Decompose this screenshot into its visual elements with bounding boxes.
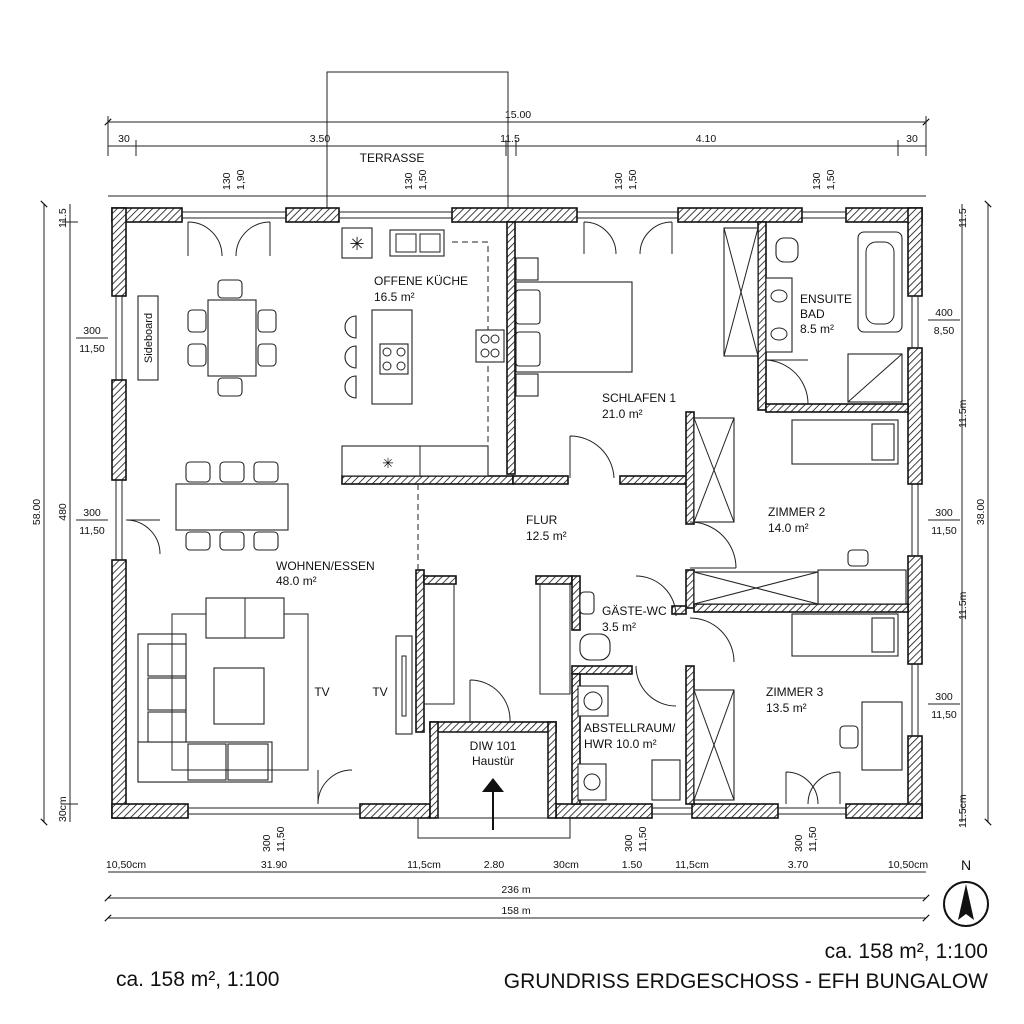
room-labels: OFFENE KÜCHE 16.5 m² WOHNEN/ESSEN 48.0 m… — [276, 274, 852, 751]
plan-title: GRUNDRISS ERDGESCHOSS - EFH BUNGALOW — [503, 970, 988, 993]
dim-bottom-win1-b: 11,50 — [275, 826, 287, 852]
dim-right-w2-b: 11,50 — [931, 525, 957, 537]
guestwc-area: 3.5 m² — [602, 620, 636, 634]
dim-top-seg-2: 3.50 — [310, 133, 331, 145]
dim-top-win-2b: 1,50 — [417, 169, 429, 190]
outer-walls — [111, 207, 923, 819]
windows — [115, 211, 919, 815]
dim-bottom-total-1: 236 m — [501, 884, 530, 896]
dim-bottom-seg-7: 11,5cm — [675, 859, 709, 871]
dim-bottom-seg-1: 10,50cm — [106, 859, 147, 871]
dim-bottom-seg-6: 1.50 — [622, 859, 643, 871]
dim-bottom-seg-5: 30cm — [553, 859, 579, 871]
furniture-bedrooms — [515, 227, 907, 801]
dim-right-bottom: 11.5cm — [957, 794, 969, 828]
dim-top-win-4b: 1,50 — [825, 169, 837, 190]
tv-label-1: TV — [314, 685, 329, 699]
bedroom1-area: 21.0 m² — [602, 407, 643, 421]
dimensions-bottom: 300 11,50 300 11,50 300 11,50 10,50cm 31… — [104, 826, 930, 922]
dim-bottom-seg-8: 3.70 — [788, 859, 809, 871]
dim-bottom-seg-2: 31.90 — [261, 859, 287, 871]
storage-name: ABSTELLRAUM/ — [584, 721, 676, 735]
north-arrow-icon: N — [943, 857, 989, 927]
entrance-label: DIW 101 — [470, 739, 517, 753]
terrace-label: TERRASSE — [360, 151, 425, 165]
room3-name: ZIMMER 3 — [766, 685, 824, 699]
dim-left-win1-b: 11,50 — [79, 343, 105, 355]
dimensions-top: 15.00 30 3.50 11.5 4.10 30 130 1,90 130 … — [104, 109, 930, 197]
dim-right-mid2: 11.5m — [957, 591, 969, 620]
terrace-outline: TERRASSE — [326, 71, 509, 208]
dim-left-bottom: 30cm — [57, 796, 69, 822]
kitchen-area: 16.5 m² — [374, 290, 415, 304]
north-label: N — [961, 857, 971, 873]
dim-bottom-win2-a: 300 — [623, 834, 635, 852]
living-area: 48.0 m² — [276, 574, 317, 588]
svg-text:✳: ✳ — [382, 455, 394, 471]
furniture-wc-storage — [423, 583, 681, 801]
tv-label-2: TV — [372, 685, 387, 699]
entrance-area: DIW 101 Haustür — [417, 731, 571, 839]
dim-right-top: 11.5 — [957, 208, 969, 228]
dim-left-win2-a: 300 — [83, 507, 101, 519]
room2-area: 14.0 m² — [768, 521, 809, 535]
dim-top-win-1a: 130 — [221, 172, 233, 190]
dim-top-seg-4: 4.10 — [696, 133, 717, 145]
living-name: WOHNEN/ESSEN — [276, 559, 375, 573]
storage-area: HWR 10.0 m² — [584, 737, 657, 751]
dim-bottom-total-2: 158 m — [501, 905, 530, 917]
entrance-arrow-icon — [482, 778, 504, 792]
dim-top-seg-3: 11.5 — [500, 133, 520, 145]
dim-bottom-seg-9: 10,50cm — [888, 859, 929, 871]
dim-bottom-seg-4: 2.80 — [484, 859, 505, 871]
doors — [125, 221, 841, 805]
dim-right-w3-b: 11,50 — [931, 709, 957, 721]
dim-bottom-win3-b: 11,50 — [807, 826, 819, 852]
dim-right-mid1: 11.5m — [957, 399, 969, 428]
sideboard-label: Sideboard — [143, 313, 155, 363]
dim-top-seg-1: 30 — [118, 133, 130, 145]
dim-left-total: 58.00 — [31, 499, 43, 525]
furniture-kitchen: ✳ ✳ — [341, 227, 505, 477]
dimensions-right: 38.00 11.5 11.5m 11.5m 11.5cm 400 8,50 3… — [928, 200, 992, 828]
dim-left-inner: 480 — [57, 503, 69, 521]
dashed-lines — [342, 241, 489, 572]
dim-right-w1-a: 400 — [935, 307, 953, 319]
guestwc-name: GÄSTE-WC — [602, 604, 667, 618]
dim-right-w2-a: 300 — [935, 507, 953, 519]
hall-name: FLUR — [526, 513, 558, 527]
hall-area: 12.5 m² — [526, 529, 567, 543]
ensuite-area: 8.5 m² — [800, 322, 834, 336]
dim-top-total: 15.00 — [505, 109, 531, 121]
dim-top-win-3b: 1,50 — [627, 169, 639, 190]
dim-bottom-win3-a: 300 — [793, 834, 805, 852]
dimensions-left: 58.00 480 11.5 30cm 300 11,50 300 11,50 — [31, 200, 108, 826]
scale-label-left: ca. 158 m², 1:100 — [116, 968, 280, 991]
ensuite-name: ENSUITE — [800, 292, 852, 306]
dim-left-top: 11.5 — [57, 208, 69, 228]
dim-top-win-1b: 1,90 — [235, 169, 247, 190]
dim-left-win1-a: 300 — [83, 325, 101, 337]
svg-text:✳: ✳ — [349, 234, 364, 254]
dim-bottom-seg-3: 11,5cm — [407, 859, 441, 871]
entrance-sub-label: Haustür — [472, 754, 514, 768]
dim-left-win2-b: 11,50 — [79, 525, 105, 537]
dim-top-win-4a: 130 — [811, 172, 823, 190]
dim-top-win-2a: 130 — [403, 172, 415, 190]
bedroom1-name: SCHLAFEN 1 — [602, 391, 676, 405]
furniture-living: Sideboard TV TV — [137, 279, 413, 783]
room3-area: 13.5 m² — [766, 701, 807, 715]
dim-right-w1-b: 8,50 — [934, 325, 955, 337]
dim-right-total: 38.00 — [975, 499, 987, 525]
dim-top-win-3a: 130 — [613, 172, 625, 190]
dim-bottom-win1-a: 300 — [261, 834, 273, 852]
dim-right-w3-a: 300 — [935, 691, 953, 703]
ensuite-name2: BAD — [800, 307, 825, 321]
dim-bottom-win2-b: 11,50 — [637, 826, 649, 852]
dim-top-seg-5: 30 — [906, 133, 918, 145]
scale-label-right: ca. 158 m², 1:100 — [824, 940, 988, 963]
room2-name: ZIMMER 2 — [768, 505, 826, 519]
kitchen-name: OFFENE KÜCHE — [374, 274, 468, 288]
